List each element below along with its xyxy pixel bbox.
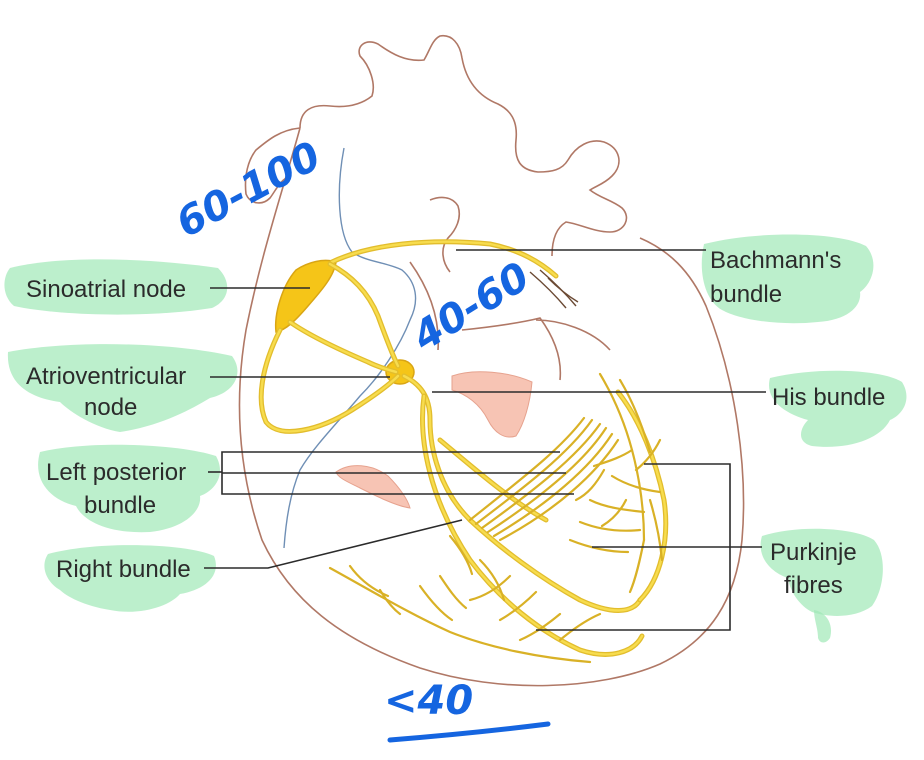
- sinoatrial-node-shape: [274, 259, 337, 333]
- label-highlights: [4, 234, 907, 643]
- annotation-av-rate: 40-60: [404, 254, 538, 361]
- left-bundle-fan: [468, 416, 620, 542]
- fan-fibre: [486, 426, 608, 534]
- highlight-his-bundle: [768, 370, 907, 447]
- purkinje-branch: [592, 448, 634, 468]
- label-left-posterior-line1: Left posterior: [46, 459, 186, 486]
- label-his-bundle: His bundle: [772, 384, 885, 411]
- right-bundle-path: [420, 393, 645, 657]
- label-purkinje-line2: fibres: [784, 572, 843, 599]
- labels: Sinoatrial node Atrioventricular node Le…: [26, 247, 885, 599]
- highlight-bachmanns: [701, 234, 874, 324]
- purkinje-branch: [648, 498, 664, 562]
- purkinje-branch: [578, 520, 642, 532]
- highlight-purkinje: [760, 528, 883, 616]
- label-purkinje-line1: Purkinje: [770, 539, 857, 566]
- fan-fibre: [480, 422, 602, 530]
- purkinje-branch: [558, 612, 602, 642]
- valves: [335, 371, 533, 509]
- purkinje-branch: [568, 538, 630, 554]
- purkinje-branch: [468, 574, 512, 602]
- annotation-underline: [387, 721, 551, 743]
- purkinje-branch: [574, 468, 606, 502]
- purkinje-branch: [328, 566, 592, 664]
- annotation-ventricle-rate: <40: [384, 678, 473, 724]
- label-atrioventricular-line2: node: [84, 394, 137, 421]
- internodal-pathway-middle: [287, 319, 399, 375]
- heart-body-outline: [238, 127, 745, 687]
- fan-fibre: [498, 438, 620, 542]
- purkinje-branch: [628, 538, 646, 594]
- septal-patch: [335, 465, 411, 509]
- label-left-posterior-line2: bundle: [84, 492, 156, 519]
- purkinje-branch: [600, 498, 628, 528]
- highlight-purkinje-tail: [814, 610, 832, 643]
- handwritten-annotations: 60-100 40-60 <40: [169, 133, 551, 743]
- label-bachmanns-line2: bundle: [710, 281, 782, 308]
- purkinje-branch: [498, 590, 538, 622]
- leader-right-bundle: [204, 519, 463, 569]
- purkinje-branch: [618, 378, 652, 454]
- fan-fibre: [474, 418, 594, 526]
- purkinje-branch: [438, 574, 468, 610]
- purkinje-branch: [348, 564, 390, 598]
- inner-septum-outline: [409, 261, 611, 351]
- highlight-sinoatrial: [4, 259, 228, 315]
- heart-outline: [238, 34, 745, 687]
- purkinje-branch: [518, 612, 562, 642]
- highlight-right-bundle: [44, 545, 216, 612]
- fan-fibre: [492, 432, 614, 538]
- fan-fibre: [468, 416, 586, 522]
- vena-cava-outline: [244, 127, 301, 204]
- tricuspid-valve: [451, 371, 533, 438]
- purkinje-branch: [634, 438, 662, 472]
- aorta-outline: [299, 34, 628, 257]
- bachmann-tails: [529, 269, 579, 309]
- label-right-bundle: Right bundle: [56, 556, 191, 583]
- purkinje-branch: [448, 534, 474, 576]
- purkinje-network: [328, 372, 664, 664]
- leader-lines: [204, 249, 766, 631]
- highlight-left-posterior: [38, 444, 221, 533]
- pulmonary-outline: [429, 196, 461, 273]
- purkinje-branch: [588, 498, 646, 514]
- annotation-sa-rate: 60-100: [169, 133, 328, 247]
- purkinje-branch: [478, 558, 506, 602]
- highlight-atrioventricular: [7, 344, 238, 432]
- purkinje-branch: [610, 474, 662, 494]
- septal-vein: [283, 147, 417, 549]
- inner-chamber-outline: [461, 317, 562, 381]
- label-atrioventricular-line1: Atrioventricular: [26, 363, 186, 390]
- label-bachmanns-line1: Bachmann's: [710, 247, 841, 274]
- purkinje-branch: [378, 588, 402, 616]
- purkinje-branch: [418, 584, 454, 622]
- label-sinoatrial-node: Sinoatrial node: [26, 276, 186, 303]
